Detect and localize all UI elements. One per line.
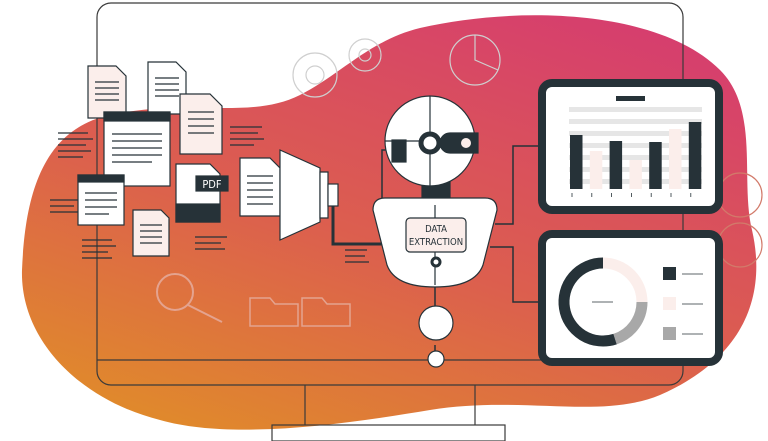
gridline [569,119,702,124]
bar [629,160,642,189]
robot-label-line1: DATA [425,224,447,235]
bar [589,151,603,189]
legend-swatch [663,327,676,340]
document-icon [179,93,223,155]
robot-label-line2: EXTRACTION [409,237,463,248]
donut-segment-gray [613,301,648,345]
funnel-icon [279,149,339,241]
search-icon [156,273,223,323]
document-icon [87,65,127,119]
panel-title-bar [616,96,645,101]
gridline [569,143,702,148]
folder-icon [249,297,351,327]
text-lines [50,126,369,263]
cable-coil [331,206,385,246]
browser-window-icon [77,174,125,226]
donut-chart-panel [538,230,723,366]
gridline [569,131,702,136]
bar [649,142,662,189]
document-icon [147,61,187,115]
document-icon [239,157,281,217]
bar [570,135,583,189]
bar [669,129,682,189]
pdf-document-icon: PDF [175,163,229,223]
browser-window-icon [103,111,171,187]
gridline [569,107,702,112]
gridline [569,155,702,160]
legend-swatch [663,267,676,280]
donut-segment-pink [602,257,648,303]
documents: PDF [77,61,281,257]
robot: DATA EXTRACTION [372,95,498,368]
donut-segment-dark [558,257,617,347]
bar [688,122,702,189]
bar [609,141,623,189]
document-icon [132,209,170,257]
legend-swatch [663,297,676,310]
bar-chart-panel [538,79,723,214]
pdf-label: PDF [202,178,222,191]
